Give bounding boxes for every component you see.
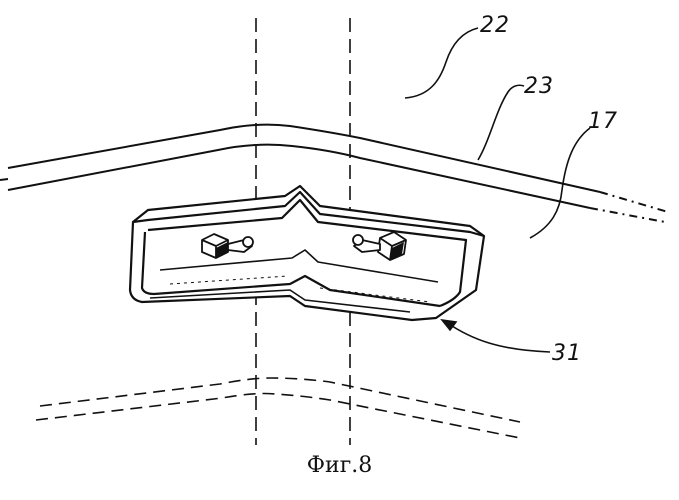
fastener-right-head (353, 235, 363, 245)
upper-frame-line-1 (8, 125, 600, 192)
fastener-left-head (243, 237, 253, 247)
leader-31 (446, 322, 550, 352)
reference-numeral-31: 31 (552, 341, 582, 366)
figure-caption: Фиг.8 (0, 453, 679, 478)
lower-frame-dashed-2 (36, 394, 520, 439)
reference-numeral-17: 17 (588, 109, 618, 134)
reference-numeral-22: 22 (480, 13, 510, 38)
leader-23 (478, 85, 524, 160)
leader-22 (405, 28, 478, 98)
lower-frame-profile (36, 378, 520, 438)
reference-numeral-23: 23 (524, 74, 554, 99)
upper-frame-dashed-left (0, 179, 8, 180)
upper-frame-dashed-right (590, 192, 668, 222)
leader-31-arrowhead (442, 320, 456, 330)
corner-bracket (130, 186, 484, 320)
lower-frame-dashed-1 (40, 378, 520, 422)
